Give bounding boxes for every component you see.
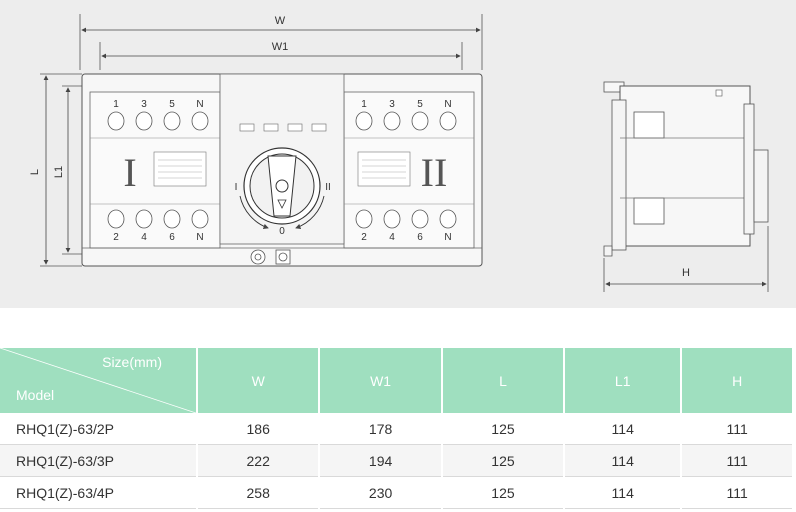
knob-position-one: I [235,182,238,193]
dimension-l: L [29,73,82,267]
terminal-label-top-right-2: 3 [389,99,395,110]
dimension-l1-label: L1 [53,166,65,178]
value-cell: 178 [320,413,441,445]
source-two-label: II [421,150,448,195]
model-cell: RHQ1(Z)-63/2P [0,413,196,445]
terminal-label-bottom-left-2: 4 [141,232,147,243]
side-view [603,81,769,257]
column-header-l1: L1 [565,348,681,413]
dimension-l1: L1 [53,85,90,255]
dimension-w1: W1 [99,41,463,70]
bottom-screw-right [275,249,291,265]
column-header-l: L [442,348,564,413]
table-row: RHQ1(Z)-63/2P 186 178 125 114 111 [0,413,792,445]
model-header-label: Model [16,387,55,403]
terminal-label-top-left-2: 3 [141,99,147,110]
column-header-w: W [198,348,319,413]
value-cell: 125 [442,477,564,509]
drawing-svg: W W1 L L1 [29,14,769,292]
value-cell: 258 [198,477,319,509]
dimension-h-label: H [682,267,690,279]
knob-position-two: II [325,182,331,193]
terminal-label-top-left-3: 5 [169,99,175,110]
table-row: RHQ1(Z)-63/3P 222 194 125 114 111 [0,445,792,477]
terminal-screws-top-left [107,111,209,131]
value-cell: 111 [682,413,792,445]
model-size-header: Size(mm) Model [0,348,196,413]
header-diagonal [0,348,196,413]
terminal-label-top-left-1: 1 [113,99,119,110]
value-cell: 125 [442,413,564,445]
terminal-label-top-right-1: 1 [361,99,367,110]
terminal-label-top-left-4: N [196,99,203,110]
terminal-label-bottom-left-3: 6 [169,232,175,243]
rotary-knob [239,147,325,230]
terminal-screws-bottom-right [355,209,457,229]
dimension-l-label: L [29,169,41,175]
rating-plate-left [153,151,207,187]
dimension-h: H [603,226,769,292]
value-cell: 194 [320,445,441,477]
technical-drawing: W W1 L L1 [0,0,796,308]
terminal-label-top-right-4: N [444,99,451,110]
terminal-screws-top-right [355,111,457,131]
front-view: 1 3 5 N 1 3 5 N 2 4 6 N 2 4 6 N I II [81,73,483,267]
terminal-label-bottom-right-2: 4 [389,232,395,243]
column-header-w1: W1 [320,348,441,413]
terminal-label-bottom-right-4: N [444,232,451,243]
terminal-label-bottom-left-1: 2 [113,232,119,243]
value-cell: 114 [565,413,681,445]
terminal-label-bottom-left-4: N [196,232,203,243]
table-row: RHQ1(Z)-63/4P 258 230 125 114 111 [0,477,792,509]
terminal-screws-bottom-left [107,209,209,229]
bottom-screw-left [250,249,266,265]
value-cell: 111 [682,445,792,477]
value-cell: 114 [565,445,681,477]
value-cell: 114 [565,477,681,509]
value-cell: 125 [442,445,564,477]
model-cell: RHQ1(Z)-63/3P [0,445,196,477]
value-cell: 111 [682,477,792,509]
dimensions-table: Size(mm) Model W W1 L L1 H RHQ1(Z)-63/2P… [0,348,794,509]
model-cell: RHQ1(Z)-63/4P [0,477,196,509]
size-table: Size(mm) Model W W1 L L1 H RHQ1(Z)-63/2P… [0,348,796,509]
rating-plate-right [357,151,411,187]
dimension-w1-label: W1 [272,41,289,53]
knob-position-zero: 0 [279,226,285,237]
terminal-label-bottom-right-1: 2 [361,232,367,243]
column-header-h: H [682,348,792,413]
size-header-label: Size(mm) [102,354,162,370]
terminal-label-top-right-3: 5 [417,99,423,110]
source-one-label: I [123,150,136,195]
dimension-w: W [79,14,483,70]
terminal-label-bottom-right-3: 6 [417,232,423,243]
dimension-w-label: W [275,15,286,27]
value-cell: 230 [320,477,441,509]
value-cell: 186 [198,413,319,445]
table-header-row: Size(mm) Model W W1 L L1 H [0,348,792,413]
value-cell: 222 [198,445,319,477]
